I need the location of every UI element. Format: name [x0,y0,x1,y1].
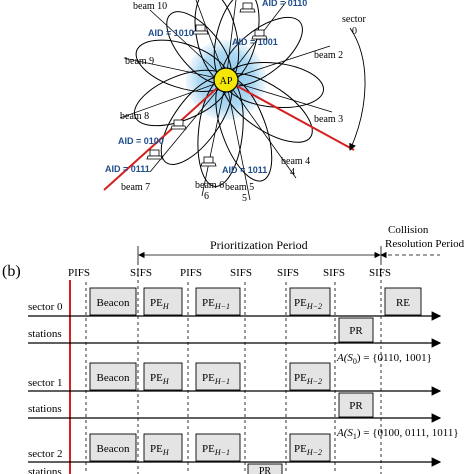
aid-label: AID = 1010 [148,28,194,38]
pe-label: PEH−1 [202,297,230,311]
pe-label: PEH−1 [202,443,230,457]
beacon-label: Beacon [97,443,130,455]
beam-label: beam 3 [314,114,343,125]
interval-label: PIFS [68,267,90,279]
collision-label-2: Resolution Period [385,238,465,250]
aid-label: AID = 0110 [262,0,307,8]
pe-label: PEH−2 [294,372,322,386]
collision-label: Collision [388,224,429,236]
re-box [384,287,422,316]
pr-box [338,317,374,343]
ap-label: AP [220,76,233,87]
laptop-icon [200,156,217,167]
aid-label: AID = 1011 [222,165,267,175]
pe-label: PEH−2 [294,297,322,311]
ap-node [213,67,239,93]
beam-label: beam 7 [121,182,150,193]
beam-label-number: 5 [242,193,247,204]
pe-box [289,362,331,391]
interval-label: SIFS [369,267,391,279]
pe-label: PEH [150,297,170,311]
sector-boundary-line [225,79,355,151]
pe-label: PEH−2 [294,443,322,457]
laptop-icon [251,29,268,40]
beam-diagram: AP sector 0 beam 10 beam 2 beam 9 beam 3… [103,0,367,204]
sector-number: 0 [352,26,357,37]
pr-box [338,392,374,418]
interval-label: PIFS [180,267,202,279]
pe-label: PEH [150,372,170,386]
pe-box [195,433,241,462]
sector-label: sector [342,14,367,25]
beam-label-number: 6 [204,191,209,202]
pe-box [143,287,183,316]
beam-label: beam 6 [195,180,224,191]
beacon-box [89,433,137,462]
pr-label: PR [349,325,363,337]
beam-label: beam 2 [314,50,343,61]
laptop-icon [239,2,256,13]
pe-box [195,362,241,391]
panel-label: (b) [2,263,21,280]
pe-box [289,287,331,316]
interval-label: SIFS [130,267,152,279]
beam-spokes [119,0,333,201]
sector-boundary-line [103,79,227,191]
laptop-icon [192,24,209,35]
aid-label: AID = 0111 [105,164,150,174]
prioritization-period-label: Prioritization Period [210,238,308,252]
pr-label: PR [349,400,363,412]
row-sub-label: stations [28,466,62,474]
laptop-icon [146,149,163,160]
interval-label: SIFS [230,267,252,279]
beam-label: beam 9 [125,56,154,67]
re-label: RE [396,297,410,309]
pe-box [195,287,241,316]
set-label: A(S1) = {0100, 0111, 1011} [336,427,459,441]
set-label: A(S0) = {0110, 1001} [336,352,432,366]
row-label: sector 0 [28,301,63,313]
row-sub-label: stations [28,403,62,415]
pe-box [143,362,183,391]
pr-label: PR [259,466,272,474]
aid-label: AID = 0100 [118,136,164,146]
pr-box [247,463,283,474]
beacon-label: Beacon [97,297,130,309]
beam-label-number: 4 [290,167,295,178]
beam-label: beam 8 [120,111,149,122]
time-guides [85,262,382,474]
beam-label: beam 5 [225,182,254,193]
beacon-box [89,287,137,316]
aid-label: AID = 1001 [232,37,278,47]
row-label: sector 1 [28,377,63,389]
sector-arrow [349,27,366,151]
laptop-icon [170,119,187,130]
beacon-label: Beacon [97,372,130,384]
interval-label: SIFS [323,267,345,279]
pe-box [143,433,183,462]
pe-label: PEH [150,443,170,457]
interval-label: SIFS [277,267,299,279]
pe-box [289,433,331,462]
row-label: sector 2 [28,448,63,460]
beacon-box [89,362,137,391]
row-sub-label: stations [28,328,62,340]
beam-label: beam 4 [281,156,310,167]
timing-diagram: (b) Prioritization Period Collision Reso… [2,224,465,474]
pe-label: PEH−1 [202,372,230,386]
beam-label: beam 10 [133,1,167,12]
